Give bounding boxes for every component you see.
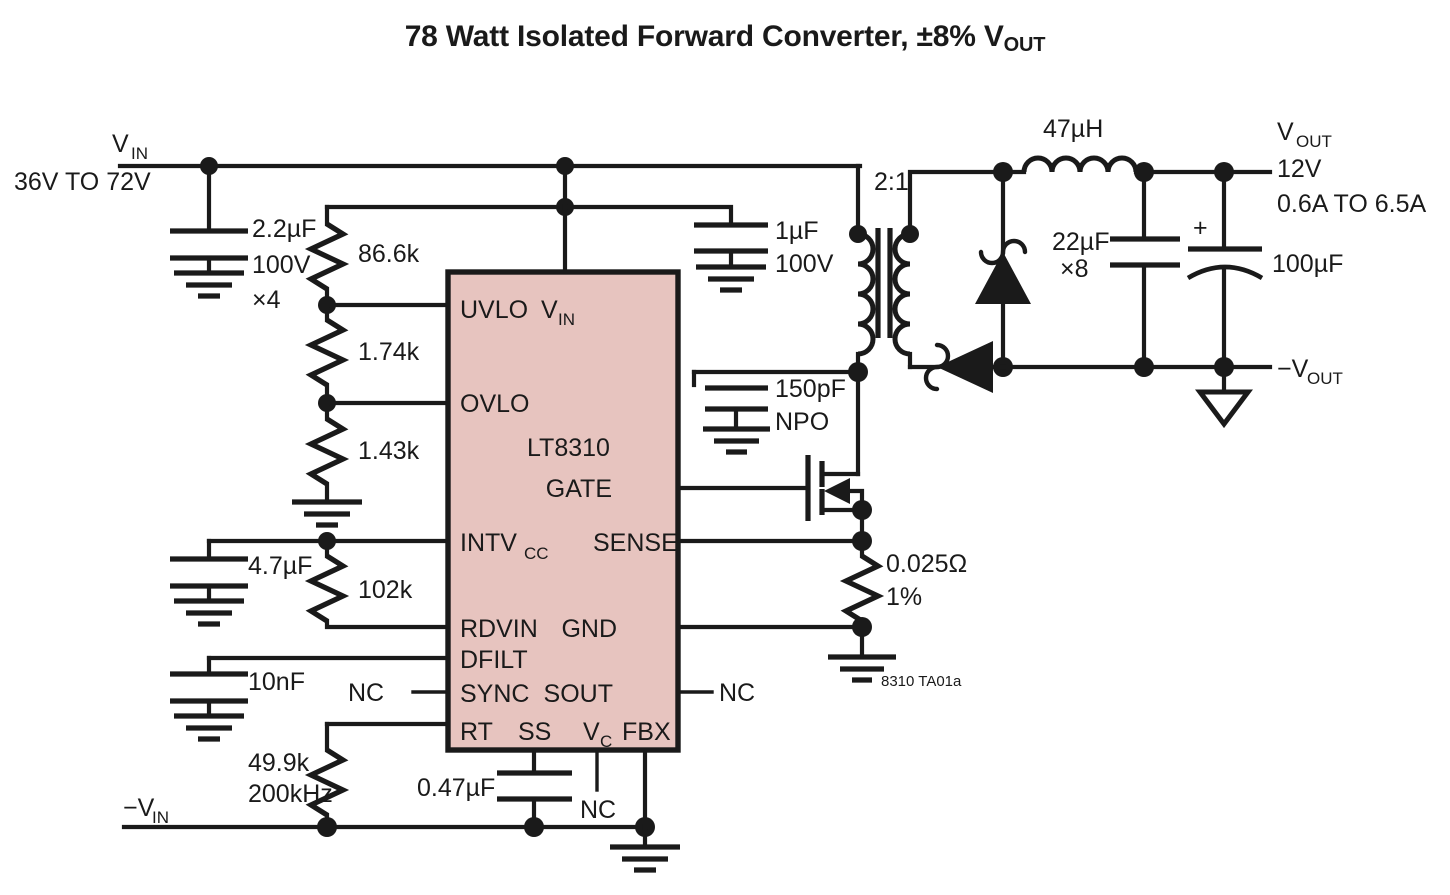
xfmr-primary-winding	[857, 231, 876, 357]
cin-qty-label: ×4	[252, 286, 281, 314]
ic-part-number: LT8310	[527, 434, 610, 462]
pin-label-vc-subscript: C	[600, 732, 612, 751]
c047uf-label: 0.47µF	[417, 774, 495, 802]
doc-reference-label: 8310 TA01a	[881, 673, 962, 690]
nc-sync-label: NC	[348, 679, 384, 707]
frequency-label: 200kHz	[248, 780, 333, 808]
vout-label: V	[1277, 118, 1294, 146]
vin-range-label: 36V TO 72V	[14, 168, 151, 196]
c1uf-top-lead	[562, 204, 734, 225]
resistor-1k74-label: 1.74k	[358, 338, 420, 366]
mosfet-body-diode-arrow	[824, 478, 850, 504]
vout-current-label: 0.6A TO 6.5A	[1277, 190, 1427, 218]
xfmr-secondary-winding	[892, 231, 911, 357]
pin-label-intvcc: INTV	[460, 529, 517, 557]
junction-negvin-rt	[317, 817, 337, 837]
c100-plate-curved	[1186, 264, 1264, 280]
pin-label-gate: GATE	[546, 475, 612, 503]
cin-rating-label: 100V	[252, 251, 311, 279]
c1uf-value-label: 1µF	[775, 217, 819, 245]
ic-lt8310-body[interactable]	[445, 269, 681, 753]
resistor-86k6	[304, 221, 350, 292]
resistor-49k9	[304, 747, 350, 818]
catch-diode-triangle	[975, 252, 1031, 304]
resistor-1k74	[304, 317, 350, 388]
c10nf-label: 10nF	[248, 668, 305, 696]
cnpo-value-label: 150pF	[775, 375, 846, 403]
rsense-tolerance-label: 1%	[886, 583, 922, 611]
vout-voltage-label: 12V	[1277, 155, 1322, 183]
vin-label: V	[112, 130, 129, 158]
output-inductor-winding	[1021, 155, 1139, 173]
neg-vin-label: −V	[123, 794, 155, 822]
c22uf-value-label: 22µF	[1052, 228, 1109, 256]
c100-polarity-label: +	[1193, 214, 1208, 242]
pin-label-fbx: FBX	[622, 718, 671, 746]
page-title: 78 Watt Isolated Forward Converter, ±8% …	[0, 20, 1450, 57]
vout-label-subscript: OUT	[1296, 132, 1332, 151]
neg-vout-subscript: OUT	[1307, 369, 1343, 388]
c1uf-rating-label: 100V	[775, 250, 834, 278]
resistor-1k43-label: 1.43k	[358, 437, 420, 465]
junction-negvout-c22	[1134, 357, 1154, 377]
cin-value-label: 2.2µF	[252, 215, 316, 243]
resistor-1k43	[304, 416, 350, 487]
rdvin-wire	[324, 618, 451, 630]
pin-label-gnd: GND	[561, 615, 617, 643]
vin-label-subscript: IN	[131, 144, 148, 163]
pin-label-dfilt: DFILT	[460, 646, 528, 674]
c22uf-qty-label: ×8	[1060, 255, 1089, 283]
pin-label-sync: SYNC	[460, 680, 529, 708]
c47uf-label: 4.7µF	[248, 552, 312, 580]
pin-label-ovlo: OVLO	[460, 390, 529, 418]
pin-label-rt: RT	[460, 718, 493, 746]
lout-value-label: 47µH	[1043, 115, 1103, 143]
pin-label-vc: V	[583, 718, 600, 746]
resistor-86k6-label: 86.6k	[358, 240, 420, 268]
pin-label-ss: SS	[518, 718, 551, 746]
nc-vc-label: NC	[580, 796, 616, 824]
resistor-49k9-label: 49.9k	[248, 749, 310, 777]
page-title-main: 78 Watt Isolated Forward Converter, ±8% …	[404, 20, 1004, 53]
xfmr-sec-top-lead	[907, 169, 1006, 237]
neg-vout-label: −V	[1277, 355, 1309, 383]
cnpo-type-label: NPO	[775, 408, 829, 436]
resistor-102k	[304, 553, 350, 624]
pin-label-sout: SOUT	[544, 680, 613, 708]
neg-vin-subscript: IN	[152, 808, 169, 827]
resistor-102k-label: 102k	[358, 576, 413, 604]
page-title-subscript: OUT	[1003, 34, 1046, 56]
pin-label-sense: SENSE	[593, 529, 678, 557]
nc-sout-label: NC	[719, 679, 755, 707]
isolated-ground-symbol	[1195, 389, 1253, 429]
forward-diode-triangle	[937, 341, 993, 393]
rsense-value-label: 0.025Ω	[886, 550, 967, 578]
c100uf-value-label: 100µF	[1272, 250, 1343, 278]
pin-label-rdvin: RDVIN	[460, 615, 538, 643]
pin-label-uvlo: UVLO	[460, 296, 528, 324]
pin-label-vin-subscript: IN	[558, 310, 575, 329]
catch-diode-schottky-bar	[978, 238, 1028, 266]
xfmr-ratio-label: 2:1	[874, 168, 909, 196]
pin-label-intvcc-subscript: CC	[524, 544, 549, 563]
resistor-sense	[839, 553, 885, 624]
pin-label-vin: V	[541, 296, 558, 324]
xfmr-primary-dot	[849, 225, 867, 243]
